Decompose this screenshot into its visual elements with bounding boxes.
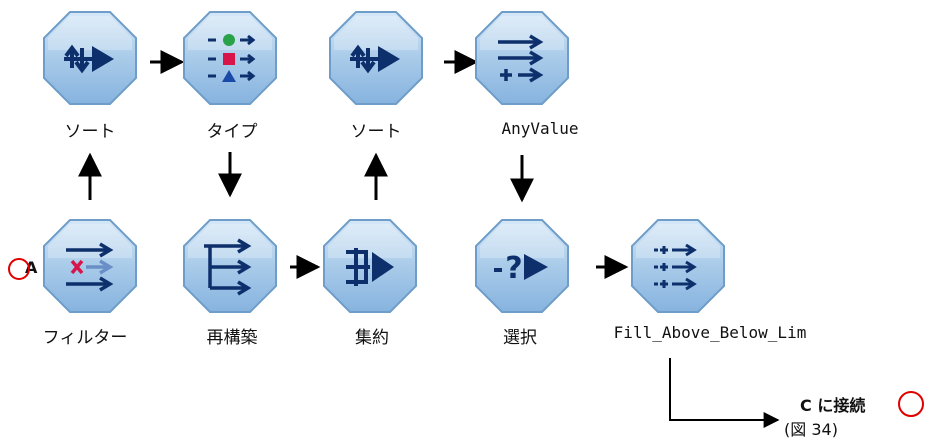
node-anyvalue[interactable]	[474, 10, 570, 106]
node-label-restructure: 再構築	[206, 328, 258, 348]
node-sort1[interactable]	[42, 10, 138, 106]
node-label-select: 選択	[503, 328, 537, 348]
node-label-sort1: ソート	[64, 122, 116, 142]
aggregate-icon	[323, 219, 417, 313]
node-restructure[interactable]	[182, 218, 278, 314]
filler-icon	[631, 219, 725, 313]
connector-marker-out[interactable]	[898, 391, 924, 417]
type-icon	[183, 11, 277, 105]
node-label-fill: Fill_Above_Below_Lim	[613, 323, 807, 342]
select-icon: ?	[475, 219, 569, 313]
derive-icon	[475, 11, 569, 105]
node-filter[interactable]	[42, 218, 138, 314]
restructure-icon	[183, 219, 277, 313]
connector-out-line1: C に接続	[800, 396, 866, 415]
arrow-fill-to-connector-c	[669, 358, 780, 428]
connector-marker-in[interactable]	[8, 258, 30, 280]
node-fill[interactable]	[630, 218, 726, 314]
node-label-aggregate: 集約	[355, 328, 389, 348]
node-label-type: タイプ	[206, 122, 258, 142]
sort-icon	[43, 11, 137, 105]
node-aggregate[interactable]	[322, 218, 418, 314]
node-select[interactable]: ?	[474, 218, 570, 314]
node-type[interactable]	[182, 10, 278, 106]
node-label-filter: フィルター	[42, 328, 128, 348]
filter-icon	[43, 219, 137, 313]
connector-out-line2: (図 34)	[784, 420, 838, 439]
sort-icon	[329, 11, 423, 105]
node-label-anyvalue: AnyValue	[501, 119, 579, 138]
node-sort2[interactable]	[328, 10, 424, 106]
svg-text:?: ?	[505, 251, 522, 286]
node-label-sort2: ソート	[350, 122, 402, 142]
